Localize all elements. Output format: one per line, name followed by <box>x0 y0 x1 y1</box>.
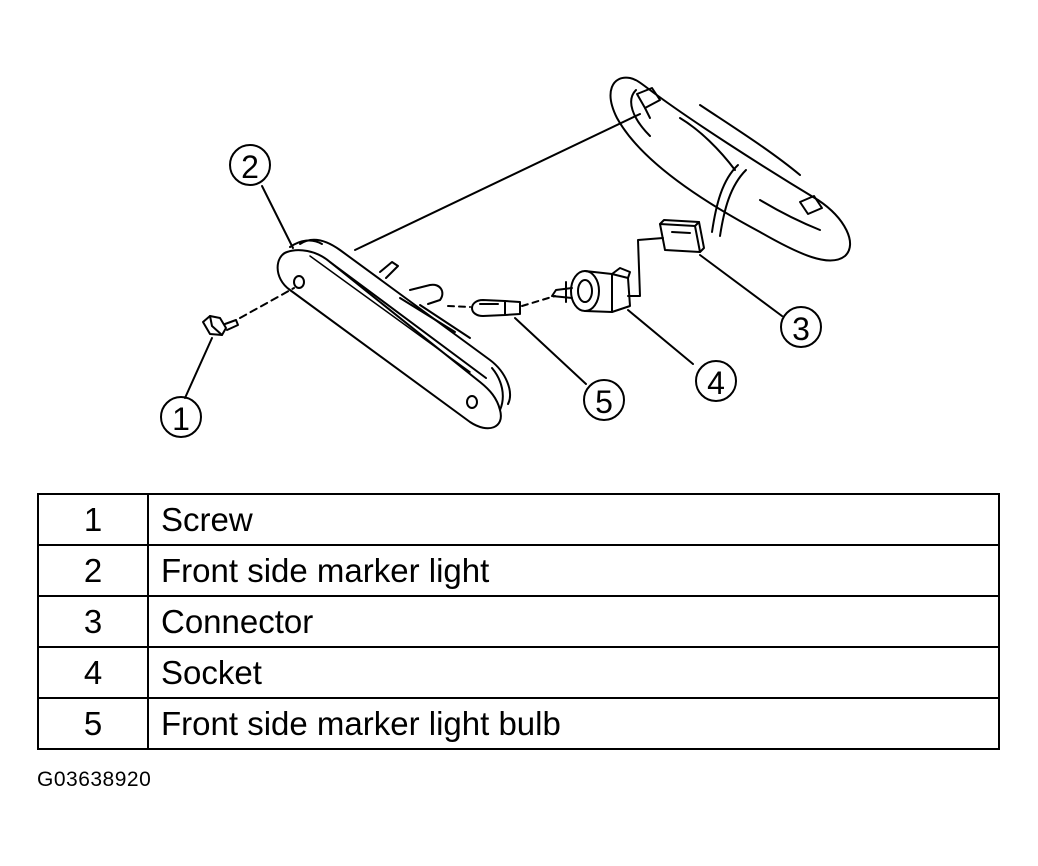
body-panel <box>609 76 851 262</box>
exploded-diagram: 1 2 3 4 5 <box>160 76 851 438</box>
part-number: 1 <box>37 493 149 546</box>
bulb <box>447 295 556 317</box>
part-number: 2 <box>37 544 149 597</box>
connector <box>627 219 705 297</box>
callout-circle-3 <box>780 306 822 348</box>
screw <box>202 287 295 336</box>
part-description: Socket <box>147 646 1000 699</box>
table-row: 4 Socket <box>37 646 1000 699</box>
callout-leaders <box>184 185 783 399</box>
parts-legend-table: 1 Screw 2 Front side marker light 3 Conn… <box>37 493 1000 750</box>
callout-3: 3 <box>792 311 810 347</box>
callout-4: 4 <box>707 365 725 401</box>
callout-circle-2 <box>229 144 271 186</box>
marker-light <box>276 113 641 430</box>
part-number: 5 <box>37 697 149 750</box>
callout-circle-1 <box>160 396 202 438</box>
callout-1: 1 <box>172 401 190 437</box>
part-description: Screw <box>147 493 1000 546</box>
part-description: Front side marker light bulb <box>147 697 1000 750</box>
callout-5: 5 <box>595 384 613 420</box>
table-row: 1 Screw <box>37 493 1000 546</box>
part-description: Front side marker light <box>147 544 1000 597</box>
callout-2: 2 <box>241 149 259 185</box>
table-row: 3 Connector <box>37 595 1000 648</box>
callout-circle-4 <box>695 360 737 402</box>
part-number: 3 <box>37 595 149 648</box>
socket <box>551 267 631 313</box>
part-number: 4 <box>37 646 149 699</box>
table-row: 2 Front side marker light <box>37 544 1000 597</box>
table-row: 5 Front side marker light bulb <box>37 697 1000 750</box>
figure-id: G03638920 <box>37 768 152 791</box>
part-description: Connector <box>147 595 1000 648</box>
callout-circle-5 <box>583 379 625 421</box>
